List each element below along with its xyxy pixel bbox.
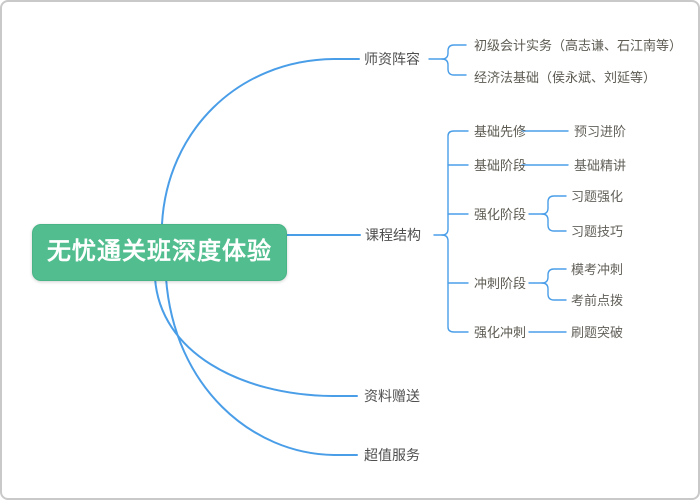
topic-exercise-skills[interactable]: 习题技巧 [571,224,624,239]
topic-mock-exam-sprint[interactable]: 模考冲刺 [571,262,624,277]
topic-intensify-sprint[interactable]: 强化冲刺 [474,325,527,340]
topic-basic-pre-study[interactable]: 基础先修 [474,124,527,139]
branch-free-materials[interactable]: 资料赠送 [364,388,420,404]
topic-preview-advance[interactable]: 预习进阶 [574,124,627,139]
branch-curriculum[interactable]: 课程结构 [365,227,421,243]
branch-value-services[interactable]: 超值服务 [364,447,420,463]
topic-basic-lecture[interactable]: 基础精讲 [574,158,627,173]
topic-intensify-stage[interactable]: 强化阶段 [474,207,527,222]
branch-faculty[interactable]: 师资阵容 [364,51,420,67]
topic-economic-law-basics[interactable]: 经济法基础（侯永斌、刘延等） [474,70,657,85]
topic-basic-stage[interactable]: 基础阶段 [474,158,527,173]
topic-exercise-intensify[interactable]: 习题强化 [571,189,624,204]
root-topic[interactable]: 无忧通关班深度体验 [32,224,287,281]
topic-pre-exam-tips[interactable]: 考前点拨 [571,293,624,308]
topic-primary-accounting-practice[interactable]: 初级会计实务（高志谦、石江南等） [474,38,683,53]
topic-question-breakthrough[interactable]: 刷题突破 [571,325,624,340]
topic-sprint-stage[interactable]: 冲刺阶段 [474,276,527,291]
